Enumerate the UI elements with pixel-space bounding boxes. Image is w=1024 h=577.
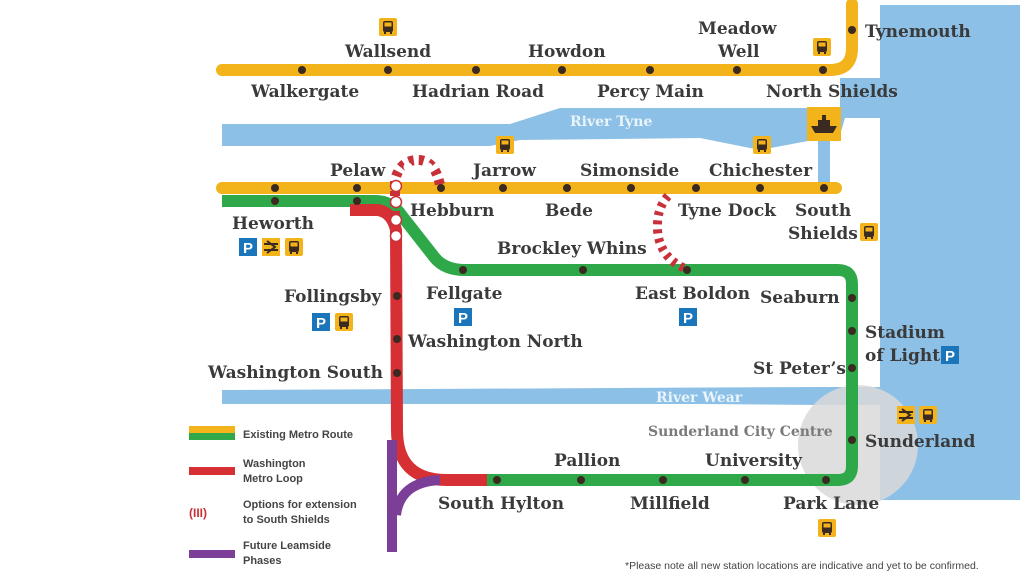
station-bede[interactable]: Bede: [545, 201, 593, 221]
station-follingsby[interactable]: Follingsby: [284, 287, 383, 307]
facility-icons: [239, 18, 959, 537]
station-walkergate[interactable]: Walkergate: [250, 82, 359, 102]
bus-icon-heworth: [285, 238, 303, 256]
south-shields-extension-options: [389, 154, 687, 273]
station-tyne-dock[interactable]: Tyne Dock: [678, 201, 777, 221]
station-meadow-well-2[interactable]: Well: [717, 42, 760, 62]
svg-text:Options for extension: Options for extension: [243, 499, 357, 511]
svg-text:Washington: Washington: [243, 458, 306, 470]
river-wear: [222, 387, 880, 405]
station-brockley-whins[interactable]: Brockley Whins: [497, 239, 647, 259]
tyne-channel: [818, 130, 830, 190]
station-university[interactable]: University: [705, 451, 803, 471]
station-millfield[interactable]: Millfield: [630, 494, 710, 514]
bus-icon-sunderland: [919, 406, 937, 424]
national-rail-icon-heworth: [261, 237, 281, 257]
parking-icon-heworth: [239, 238, 257, 257]
bus-icon-wallsend: [379, 18, 397, 36]
bus-icon-north-shields: [813, 38, 831, 56]
station-tynemouth[interactable]: Tynemouth: [865, 22, 971, 42]
parking-icon-fellgate: [454, 308, 472, 327]
station-pelaw[interactable]: Pelaw: [330, 161, 386, 181]
station-meadow-well[interactable]: Meadow: [698, 19, 777, 39]
station-seaburn[interactable]: Seaburn: [760, 288, 840, 308]
station-chichester[interactable]: Chichester: [709, 161, 813, 181]
bus-icon-follingsby: [335, 313, 353, 331]
river-wear-label: River Wear: [656, 390, 743, 406]
station-south-shields-2[interactable]: Shields: [788, 224, 858, 244]
station-heworth[interactable]: Heworth: [232, 214, 314, 234]
legend-washington-loop: Washington Metro Loop: [189, 458, 306, 485]
station-east-boldon[interactable]: East Boldon: [635, 284, 750, 304]
national-rail-icon-sunderland: [896, 405, 916, 425]
station-stadium-of-light[interactable]: Stadium: [865, 323, 945, 343]
legend-extension-options: (III) Options for extension to South Shi…: [189, 499, 357, 526]
svg-text:Metro Loop: Metro Loop: [243, 473, 303, 485]
station-stadium-of-light-2[interactable]: of Light: [865, 346, 940, 366]
legend-leamside: Future Leamside Phases: [189, 540, 331, 567]
svg-text:(III): (III): [189, 506, 207, 520]
existing-route-north: [216, 0, 858, 76]
legend: Existing Metro Route Washington Metro Lo…: [189, 426, 357, 567]
station-simonside[interactable]: Simonside: [580, 161, 679, 181]
future-leamside-branch: [391, 475, 441, 516]
bus-icon-park-lane: [818, 519, 836, 537]
station-south-shields[interactable]: South: [795, 201, 851, 221]
svg-text:Existing Metro Route: Existing Metro Route: [243, 429, 353, 441]
svg-text:Phases: Phases: [243, 555, 282, 567]
station-percy-main[interactable]: Percy Main: [597, 82, 704, 102]
station-pallion[interactable]: Pallion: [554, 451, 620, 471]
station-labels: Wallsend Howdon Meadow Well Tynemouth Wa…: [207, 19, 975, 514]
bus-icon-jarrow: [496, 136, 514, 154]
footnote: *Please note all new station locations a…: [625, 560, 979, 572]
svg-text:Future Leamside: Future Leamside: [243, 540, 331, 552]
river-tyne: [222, 78, 880, 150]
station-washington-south[interactable]: Washington South: [207, 363, 383, 383]
river-tyne-label: River Tyne: [570, 114, 652, 130]
parking-icon-east-boldon: [679, 308, 697, 327]
legend-existing-route: Existing Metro Route: [189, 426, 353, 441]
station-sunderland[interactable]: Sunderland: [865, 432, 975, 452]
station-park-lane[interactable]: Park Lane: [783, 494, 879, 514]
bus-icon-south-shields: [860, 223, 878, 241]
station-st-peters[interactable]: St Peter’s: [753, 359, 846, 379]
svg-text:to South Shields: to South Shields: [243, 514, 330, 526]
station-wallsend[interactable]: Wallsend: [344, 42, 431, 62]
sunderland-city-centre-label: Sunderland City Centre: [648, 424, 833, 440]
parking-icon-follingsby: [312, 313, 330, 332]
bus-icon-chichester: [753, 136, 771, 154]
station-washington-north[interactable]: Washington North: [407, 332, 583, 352]
ferry-icon: [807, 107, 841, 141]
station-howdon[interactable]: Howdon: [528, 42, 606, 62]
station-dots: [271, 26, 856, 484]
station-north-shields[interactable]: North Shields: [766, 82, 898, 102]
station-south-hylton[interactable]: South Hylton: [438, 494, 564, 514]
station-hebburn[interactable]: Hebburn: [410, 201, 494, 221]
parking-icon-stadium-of-light: [941, 346, 959, 365]
station-fellgate[interactable]: Fellgate: [426, 284, 503, 304]
station-hadrian-road[interactable]: Hadrian Road: [412, 82, 544, 102]
station-jarrow[interactable]: Jarrow: [471, 161, 536, 181]
